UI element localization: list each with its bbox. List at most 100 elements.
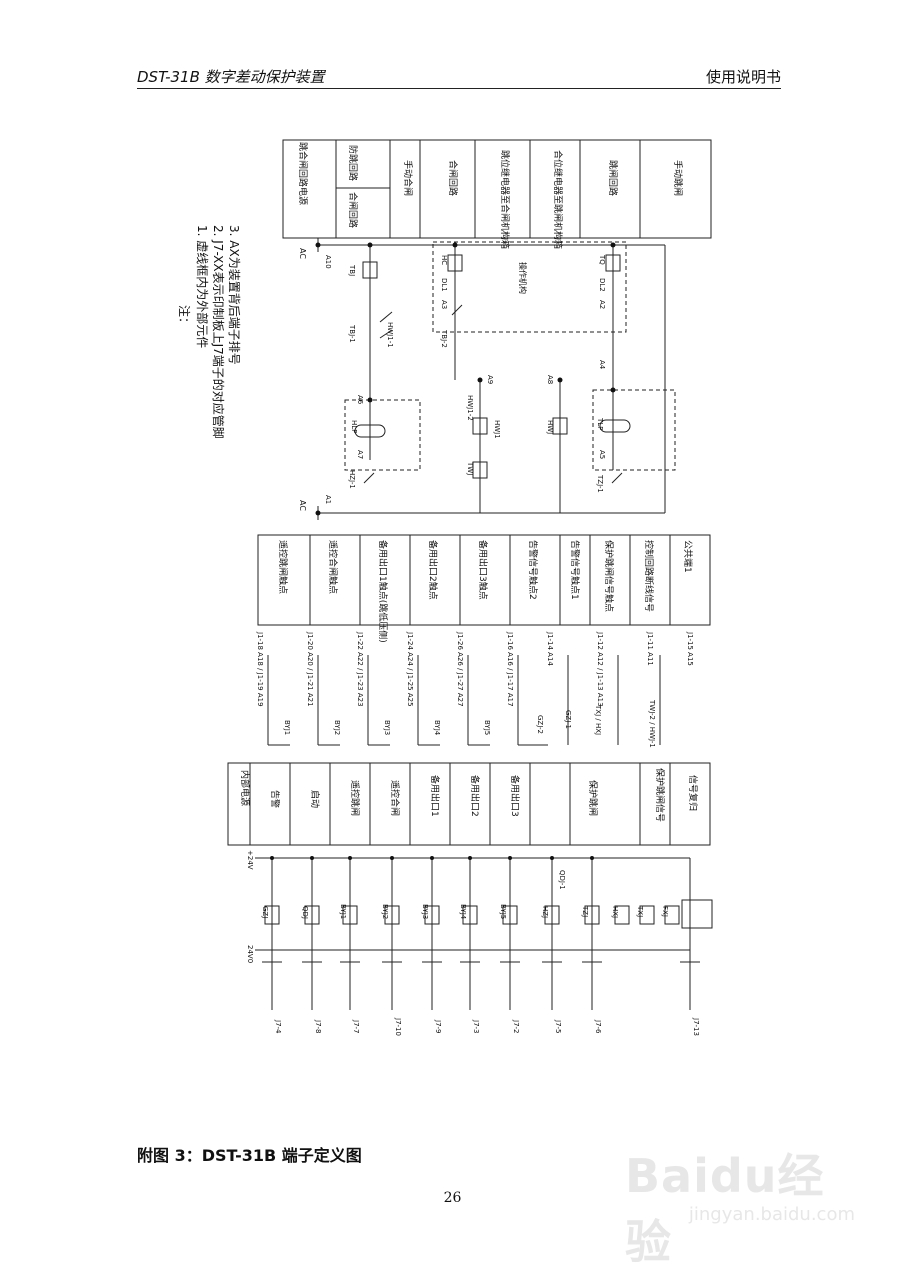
hlp-element [354, 424, 386, 438]
mid-comp-3: BYJ4 [433, 720, 441, 736]
top-function-header: 跳合闸回路电源 [297, 142, 309, 205]
supply-ac-top: AC [298, 248, 307, 259]
top-func-4: 跳闸回路 [607, 160, 619, 196]
top-subheader-antipump: 防跳回路 [347, 145, 359, 181]
bottom-func-1: 启动 [309, 790, 321, 808]
mid-label-4: 备用出口3触点 [477, 540, 489, 600]
comp-twj: TWJ [466, 461, 474, 475]
notes-heading: 注： [177, 305, 192, 329]
term-a9: A9 [486, 375, 494, 384]
comp-hlp: HLP [350, 420, 358, 433]
term-a2: A2 [598, 300, 606, 309]
mid-pins-8: J1-11 A11 [646, 631, 654, 666]
mid-comp-8: TWJ-2 / HWJ-1 [648, 699, 656, 748]
mid-label-8: 控制回路断线信号 [643, 540, 655, 612]
comp-hzj-1: HZJ-1 [348, 470, 356, 489]
watermark-logo: Baidu经验 jingyan.baidu.com [625, 1140, 855, 1269]
top-func-3: 合位继电器至跳闸机构箱 [552, 150, 564, 249]
mid-pins-5: J1-16 A16 / J1-17 A17 [506, 631, 514, 707]
comp-tq: TQ [598, 254, 606, 265]
bottom-header: 内部电源 [239, 770, 251, 806]
mid-comp-4: BYJ5 [483, 720, 491, 735]
comp-dl1: DL1 [440, 278, 448, 292]
relay-byj4: BYJ4 [459, 904, 467, 920]
tbj-coil [362, 261, 378, 279]
supply-plus-24v: +24V [246, 850, 254, 870]
relay-hzj: HZJ [541, 906, 549, 918]
relay-gzj: GZJ [261, 906, 269, 918]
mid-pins-4: J1-26 A26 / J1-27 A27 [456, 631, 464, 707]
mid-label-2: 备用出口1触点(跳低压侧) [377, 540, 389, 643]
header-rule [137, 88, 781, 89]
top-func-0: 手动合闸 [402, 160, 414, 196]
watermark-url: jingyan.baidu.com [688, 1204, 855, 1225]
pin-j7-5: J7-5 [554, 1019, 562, 1034]
relay-byj3: BYJ3 [421, 904, 429, 919]
relay-byj2: BYJ2 [381, 904, 389, 919]
mid-pins-1: J1-20 A20 / J1-21 A21 [306, 631, 314, 707]
notes-item-3: 3. AX为装置背后端子排号 [227, 225, 241, 365]
header-title: DST-31B 数字差动保护装置 [137, 68, 325, 86]
supply-24v0: 24V0 [246, 945, 254, 963]
pin-j7-7: J7-7 [352, 1019, 360, 1034]
mid-label-7: 保护跳闸信号触点 [603, 540, 615, 612]
mid-label-9: 公共端1 [682, 540, 694, 573]
pin-j7-3: J7-3 [472, 1019, 480, 1034]
bottom-func-2: 遥控跳闸 [349, 780, 361, 816]
pin-j7-2: J7-2 [512, 1019, 520, 1034]
term-a4: A4 [598, 360, 606, 370]
mid-label-1: 遥控合闸触点 [327, 540, 339, 594]
supply-ac-bottom: AC [298, 500, 307, 511]
pin-j7-9: J7-9 [434, 1019, 442, 1034]
relay-txj: TXJ [636, 905, 644, 917]
comp-dl2: DL2 [598, 278, 606, 292]
operation-mechanism-box [432, 241, 627, 333]
mid-comp-1: BYJ2 [333, 720, 341, 735]
mid-label-0: 遥控跳闸触点 [277, 540, 289, 594]
bottom-func-5: 备用出口2 [469, 775, 481, 817]
tq-coil [605, 254, 621, 272]
bottom-func-3: 遥控合闸 [389, 780, 401, 816]
relay-byj5: BYJ5 [499, 904, 507, 919]
comp-tzj-1: TZJ-1 [596, 474, 604, 493]
comp-tbj-2: TBJ-2 [440, 329, 448, 348]
pin-j7-6: J7-6 [594, 1019, 602, 1034]
mid-comp-6: GZJ-1 [564, 710, 572, 729]
bottom-func-4: 备用出口1 [429, 775, 441, 817]
comp-tbj: TBJ [348, 264, 356, 276]
hc-coil [447, 254, 463, 272]
header-doc-type: 使用说明书 [705, 68, 781, 86]
relay-hxj: HXJ [611, 906, 619, 918]
tlp-element [599, 419, 631, 433]
mid-pins-2: J1-22 A22 / J1-23 A23 [356, 631, 364, 707]
relay-tzj: TZJ [581, 905, 589, 917]
comp-hwj1-1: HWJ1-1 [386, 322, 394, 348]
comp-tlp: TLP [596, 417, 604, 430]
pin-j7-13: J7-13 [692, 1017, 700, 1036]
relay-qdj: QDJ [301, 906, 309, 919]
term-a5: A5 [598, 450, 606, 459]
term-a8: A8 [546, 375, 554, 384]
mid-pins-0: J1-18 A18 / J1-19 A19 [256, 631, 264, 707]
top-func-2: 跳位继电器至合闸机构箱 [499, 150, 511, 249]
watermark-brand: Baidu经验 [625, 1149, 825, 1269]
bottom-func-0: 告警 [269, 790, 281, 808]
mid-label-5: 告警信号触点2 [527, 540, 539, 600]
top-function-table [282, 139, 712, 239]
top-func-1: 合闸回路 [447, 160, 459, 196]
bottom-func-6: 备用出口3 [509, 775, 521, 817]
comp-mechanism: 操作机构 [518, 262, 528, 294]
mid-comp-5: GZJ-2 [536, 715, 544, 734]
mid-comp-0: BYJ1 [283, 720, 291, 735]
hwj1-coil [472, 417, 488, 435]
mid-comp-2: BYJ3 [383, 720, 391, 735]
bottom-func-7: 保护跳闸 [587, 780, 599, 816]
middle-function-table [257, 534, 711, 626]
hwj-coil [552, 417, 568, 435]
top-func-5: 手动跳闸 [672, 160, 684, 196]
comp-hwj1: HWJ1 [493, 420, 501, 439]
term-a6: A6 [356, 395, 364, 405]
mid-comp-7: TXJ / HXJ [594, 704, 602, 735]
comp-hwj: HWJ [546, 420, 554, 434]
